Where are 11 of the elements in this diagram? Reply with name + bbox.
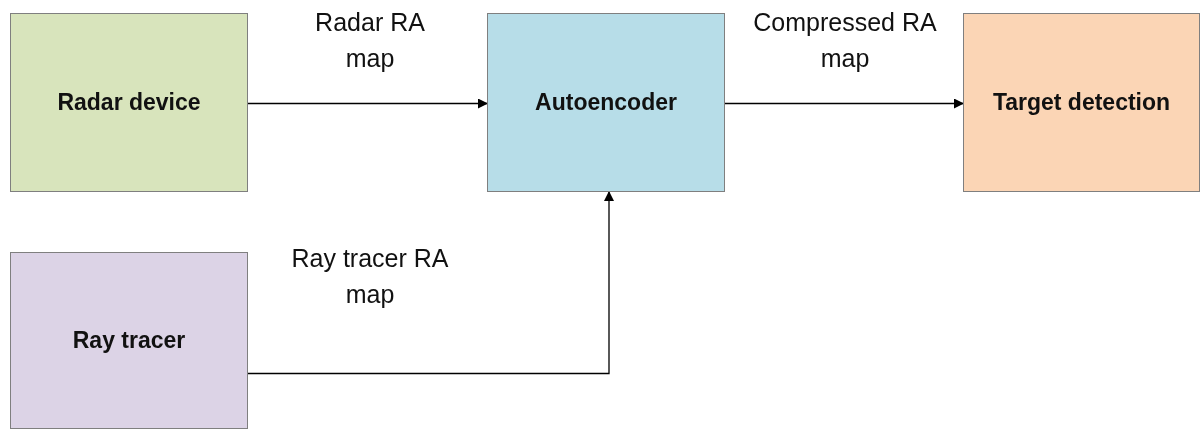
process-box	[963, 13, 1200, 192]
process-box	[487, 13, 725, 192]
box-label: Autoencoder	[534, 87, 678, 117]
arrow	[724, 98, 964, 109]
process-box	[10, 252, 248, 429]
process-box	[10, 13, 248, 192]
arrow	[247, 191, 614, 375]
box-label: Target detection	[991, 87, 1172, 117]
box-label: Ray tracer	[71, 325, 187, 355]
arrow	[247, 98, 488, 109]
box-label: Radar device	[56, 87, 202, 117]
